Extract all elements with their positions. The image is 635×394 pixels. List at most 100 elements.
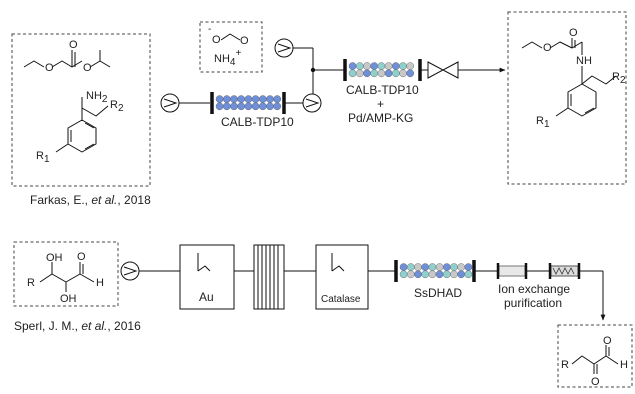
- bead: [421, 270, 430, 279]
- bead: [399, 263, 408, 271]
- formate-o-minus: O: [212, 34, 221, 46]
- citation-farkas: Farkas, E., et al., 2018: [30, 193, 151, 207]
- product2-o-aldehyde: O: [603, 335, 612, 347]
- amine-nh2: NH2: [86, 90, 108, 105]
- bead: [399, 270, 408, 279]
- bead: [266, 95, 274, 103]
- bead: [258, 95, 267, 103]
- keto-aldehyde-structure: R O O H: [561, 335, 628, 388]
- bead: [355, 62, 364, 70]
- bead: [391, 62, 400, 70]
- ammonium-formate-box: [199, 21, 263, 73]
- reagent-h: H: [96, 277, 104, 289]
- bead: [406, 69, 415, 78]
- reagent-o: O: [77, 251, 86, 263]
- column2-label-line3: Pd/AMP-KG: [348, 111, 413, 125]
- bead: [237, 102, 245, 111]
- bead: [251, 95, 260, 103]
- bead: [273, 102, 282, 111]
- bead: [230, 102, 238, 111]
- bead: [406, 263, 415, 271]
- bead: [391, 69, 400, 78]
- ester-o-alkoxy: O: [83, 62, 92, 74]
- bead: [363, 62, 371, 70]
- bead: [377, 62, 386, 70]
- amide-product-structure: O O NH R2 R1: [521, 27, 626, 130]
- bead: [273, 95, 282, 103]
- oh-bottom: OH: [60, 293, 77, 305]
- product-box-1: [507, 11, 627, 185]
- dihydroxy-aldehyde-structure: OH OH R O H: [27, 251, 104, 305]
- bead: [406, 62, 415, 70]
- bead: [370, 69, 379, 78]
- ester-o-ether: O: [45, 62, 54, 74]
- column-calb-pd: [343, 59, 422, 81]
- reagent-r: R: [27, 277, 35, 289]
- bead: [215, 102, 224, 111]
- au-label: Au: [199, 290, 214, 304]
- bead: [222, 102, 231, 111]
- bead: [384, 62, 393, 70]
- bead: [222, 95, 231, 103]
- bead: [251, 102, 260, 111]
- au-reactor: Au: [179, 244, 235, 310]
- bead: [230, 95, 238, 103]
- bead: [414, 263, 422, 271]
- reagents-box-1: [11, 33, 151, 187]
- product2-h: H: [620, 359, 628, 371]
- pump-2: [302, 93, 322, 113]
- back-pressure-valve: [427, 61, 459, 79]
- product-r2: R2: [612, 71, 626, 86]
- formate-structure: - O O NH4+: [208, 24, 249, 68]
- catalase-label: Catalase: [321, 294, 361, 305]
- column2-label-line2: +: [377, 97, 384, 111]
- catalase-reactor: Catalase: [315, 244, 369, 310]
- column-ssdhad: [394, 260, 476, 282]
- bead: [450, 270, 458, 279]
- bead: [399, 69, 407, 78]
- bead: [348, 69, 357, 78]
- tube-in-tube-mixer: [253, 244, 285, 310]
- pump-formate: [274, 38, 294, 58]
- bead: [464, 263, 473, 271]
- amine-structure: NH2 R2 R1: [36, 90, 124, 165]
- bead: [435, 270, 444, 279]
- ion-exchange-column-1: [496, 263, 528, 279]
- bead: [442, 270, 451, 279]
- product-nh: NH: [576, 55, 592, 67]
- bead: [428, 270, 437, 279]
- bead: [414, 270, 422, 279]
- bead: [442, 263, 451, 271]
- product-r1: R1: [536, 115, 550, 130]
- bead: [399, 62, 407, 70]
- product2-o-ketone: O: [591, 376, 600, 388]
- bead: [428, 263, 437, 271]
- column-calb-1: [210, 92, 286, 114]
- citation-sperl: Sperl, J. M., et al., 2016: [14, 319, 141, 333]
- ssdhad-label: SsDHAD: [414, 286, 462, 300]
- formate-o-double: O: [240, 35, 249, 47]
- bead: [370, 62, 379, 70]
- pump-1: [160, 93, 180, 113]
- formate-charge: -: [208, 24, 211, 35]
- bead: [244, 95, 253, 103]
- bead: [348, 62, 357, 70]
- ion-exchange-column-2: [548, 263, 581, 279]
- purification-label-line2: purification: [504, 296, 562, 310]
- bead: [406, 270, 415, 279]
- reagents-box-2: [13, 241, 119, 307]
- bead: [435, 263, 444, 271]
- product-o-carbonyl: O: [569, 27, 578, 39]
- ester-structure: O O O: [23, 39, 111, 74]
- column2-label-line1: CALB-TDP10: [346, 83, 419, 97]
- bead: [363, 69, 371, 78]
- pump-3: [120, 261, 140, 281]
- bead: [457, 263, 466, 271]
- bead: [215, 95, 224, 103]
- column1-label: CALB-TDP10: [221, 115, 294, 129]
- bead: [464, 270, 473, 279]
- bead: [237, 95, 245, 103]
- bead: [450, 263, 458, 271]
